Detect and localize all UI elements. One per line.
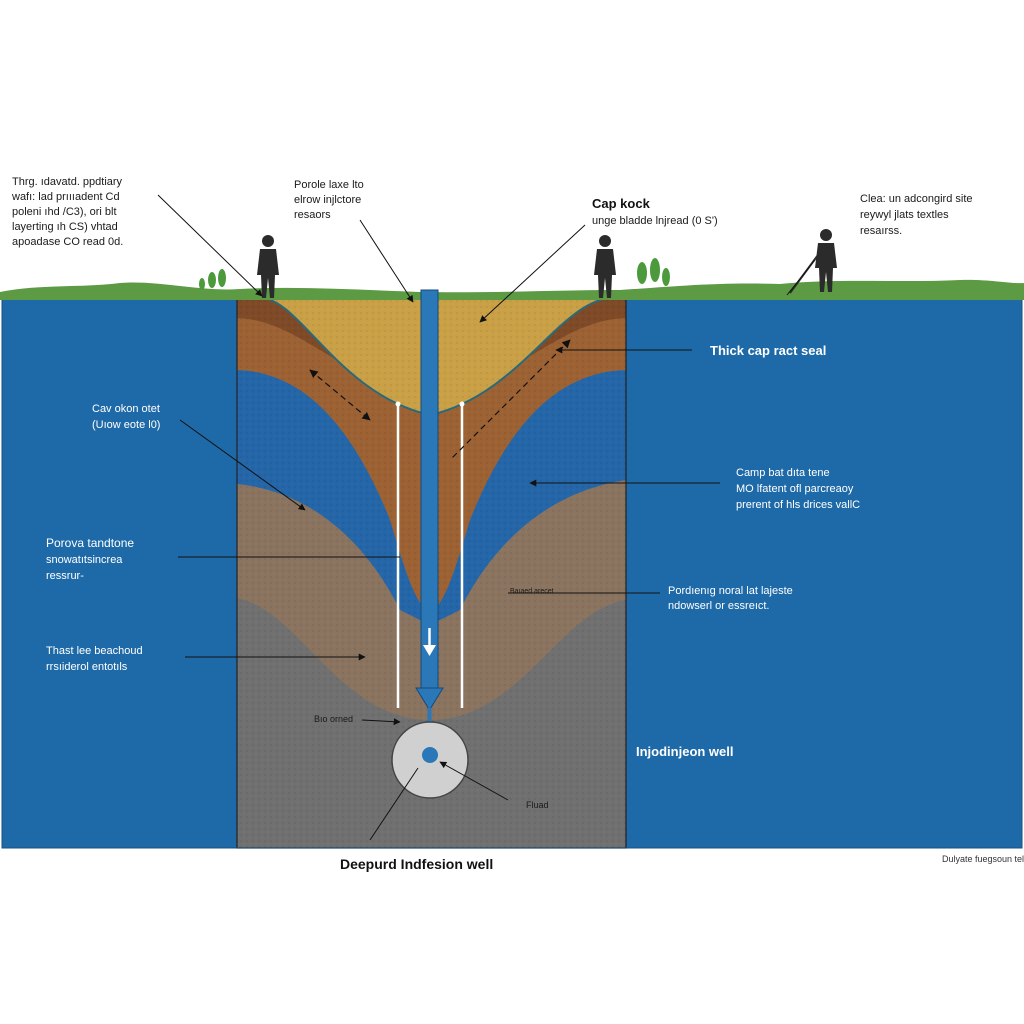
label-top-left: Thrg. ıdavatd. ppdtiary wafı: lad prıııa…	[11, 176, 123, 248]
person-center-icon	[594, 235, 616, 298]
label-right-low-line-1: Pordıenıg noral lat lajeste	[668, 585, 793, 597]
label-left-low-line-2: rrsıiderol entotıls	[46, 661, 128, 673]
flow-arrow-right	[449, 339, 571, 461]
label-right-mid-line-3: prerent of hls drices vallC	[736, 499, 860, 511]
label-top-left-line-4: layerting ıh CS) vhtad	[12, 221, 118, 233]
cap-rock-title: Cap kock	[592, 196, 651, 211]
thick-cap-label: Thick cap ract seal	[710, 343, 826, 358]
label-left-low: Thast lee beachoud rrsıiderol entotıls	[46, 645, 143, 673]
cap-rock-subtitle: unge bladde lnjread (0 S')	[592, 215, 718, 227]
co2-storage-bubble	[391, 721, 469, 799]
label-porous-sandstone-line-1: Porova tandtone	[46, 536, 134, 550]
label-top-center: Porole laxe lto elrow injlctore resaors	[294, 179, 364, 221]
label-top-left-line-5: apoadase CO read 0d.	[12, 236, 123, 248]
label-porous-sandstone: Porova tandtone snowatıtsincrea ressrur-	[46, 536, 134, 582]
bottom-caption: Deepurd Indfesion well	[340, 856, 493, 872]
label-left-mid-line-2: (Uıow eote l0)	[92, 419, 160, 431]
label-right-low-line-2: ndowserl or essreıct.	[668, 600, 769, 612]
label-left-mid: Cav okon otet (Uıow eote l0)	[92, 403, 160, 431]
label-top-left-line-2: wafı: lad prıııadent Cd	[11, 191, 120, 203]
trees-left	[199, 269, 226, 290]
label-right-mid: Camp bat dıta tene MO lfatent ofl parcre…	[736, 467, 860, 511]
label-top-right: Clea: un adcongird site reywyl jlats tex…	[860, 193, 973, 237]
fluid-label: Fluad	[526, 800, 549, 810]
inner-tag-label: Baıaed arecet	[510, 588, 554, 595]
label-top-left-line-3: poleni ıhd /C3), ori blt	[12, 206, 117, 218]
label-right-mid-line-2: MO lfatent ofl parcreaoy	[736, 483, 854, 495]
label-top-right-line-1: Clea: un adcongird site	[860, 193, 973, 205]
label-top-right-line-2: reywyl jlats textles	[860, 209, 949, 221]
flow-arrow-left	[309, 369, 371, 421]
label-top-center-line-1: Porole laxe lto	[294, 179, 364, 191]
label-top-center-line-3: resaors	[294, 209, 331, 221]
footer-note: Dulyate fuegsoun tels	[942, 854, 1024, 864]
label-top-center-line-2: elrow injlctore	[294, 194, 361, 206]
injection-well-label: Injodinjeon well	[636, 744, 734, 759]
trees-right	[637, 258, 670, 286]
water-right	[626, 298, 1022, 848]
label-top-right-line-3: resaırss.	[860, 225, 902, 237]
label-left-mid-line-1: Cav okon otet	[92, 403, 160, 415]
label-right-mid-line-1: Camp bat dıta tene	[736, 467, 830, 479]
person-left-icon	[257, 235, 279, 298]
label-porous-sandstone-line-2: snowatıtsincrea	[46, 554, 123, 566]
water-left	[2, 298, 238, 848]
monitoring-wells	[395, 401, 465, 708]
label-porous-sandstone-line-3: ressrur-	[46, 570, 84, 582]
label-right-low: Pordıenıg noral lat lajeste ndowserl or …	[668, 585, 793, 612]
sky-background	[0, 0, 1024, 300]
label-top-left-line-1: Thrg. ıdavatd. ppdtiary	[12, 176, 123, 188]
label-left-low-line-1: Thast lee beachoud	[46, 645, 143, 657]
bio-label: Bıo orned	[314, 714, 353, 724]
